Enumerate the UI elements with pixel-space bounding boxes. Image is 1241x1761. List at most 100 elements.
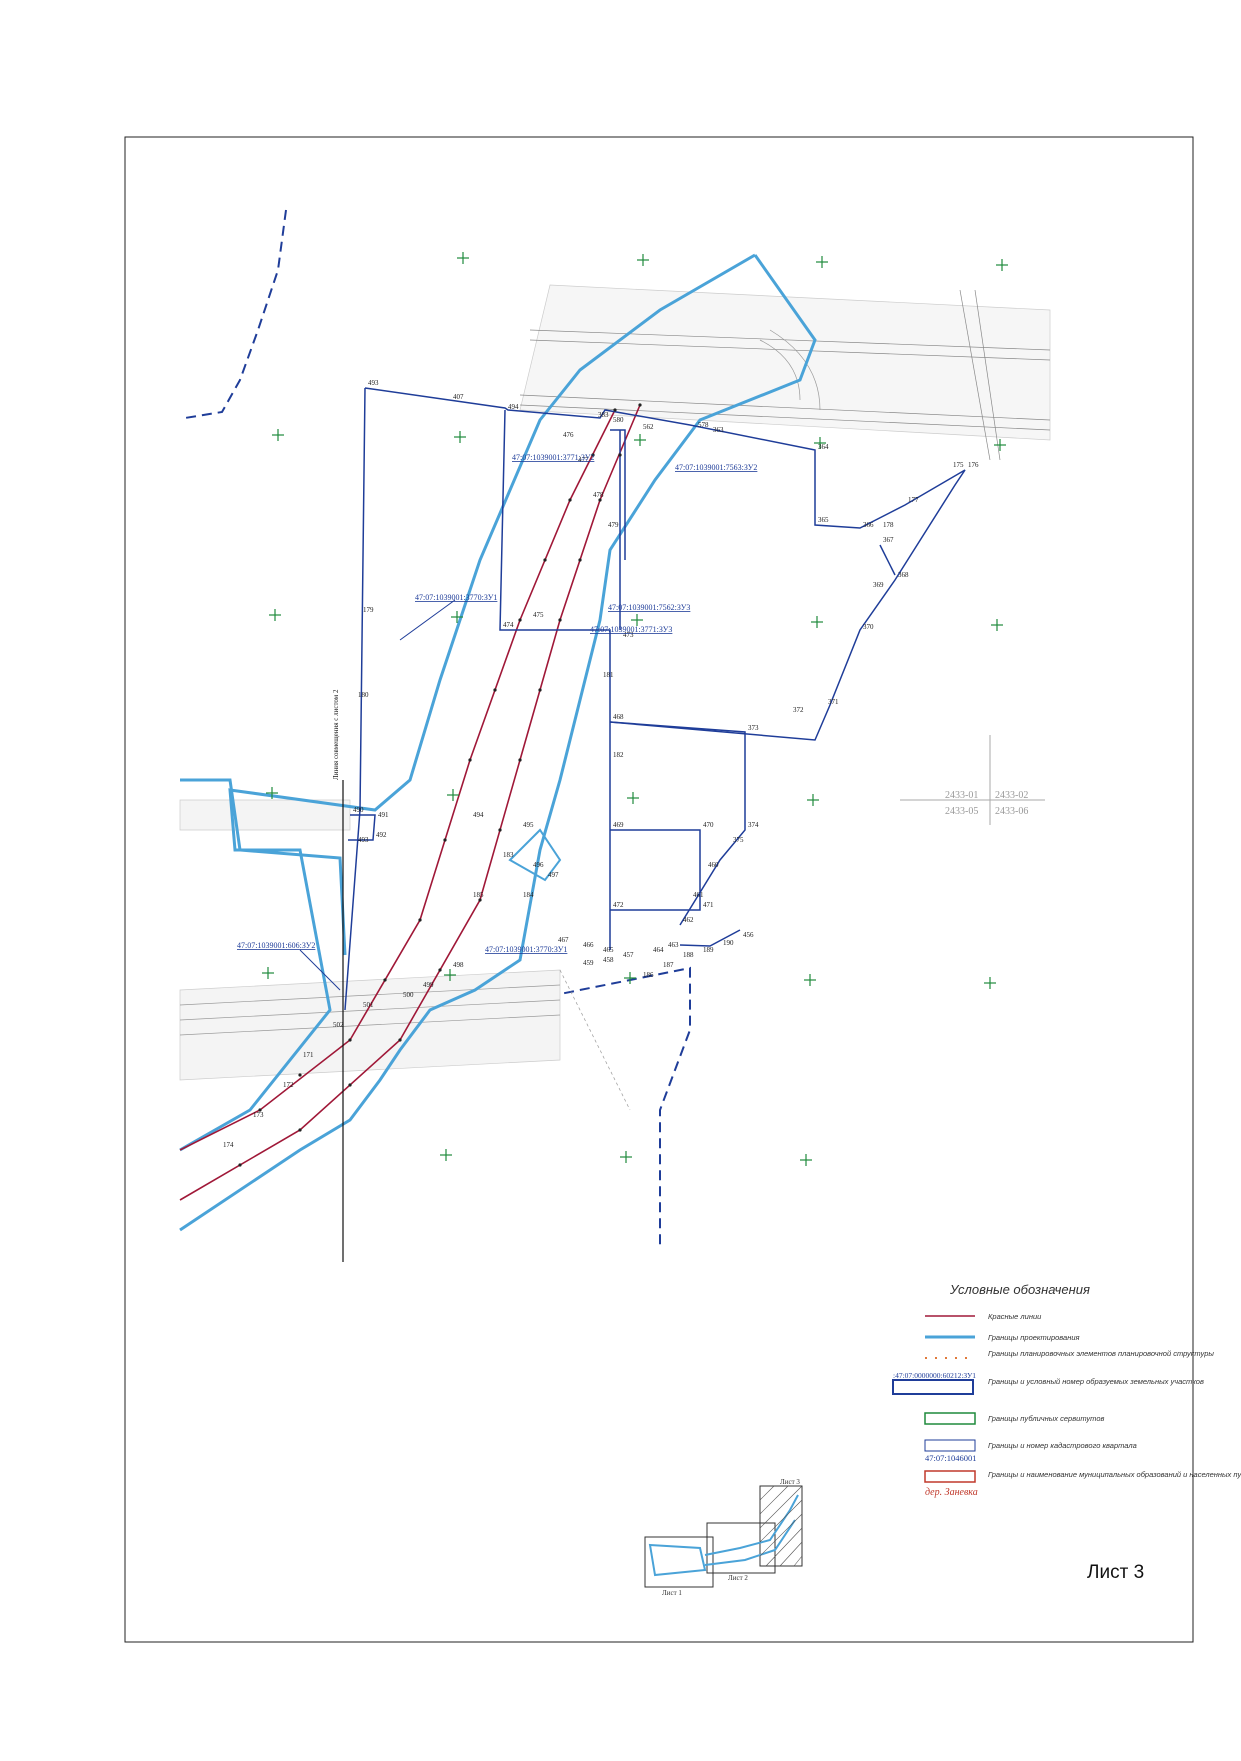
vertex-dot bbox=[298, 1073, 302, 1077]
point-label: 472 bbox=[613, 901, 624, 909]
legend-label: Границы планировочных элементов планиров… bbox=[988, 1349, 1214, 1358]
grid-cross-icon bbox=[447, 789, 459, 801]
grid-cross-icon bbox=[996, 259, 1008, 271]
point-label: 478 bbox=[593, 491, 604, 499]
point-label: 496 bbox=[533, 861, 544, 869]
grid-cross-icon bbox=[631, 614, 643, 626]
grid-cross-icon bbox=[451, 611, 463, 623]
grid-cross-icon bbox=[804, 974, 816, 986]
vertex-dot bbox=[578, 558, 582, 562]
point-label: 458 bbox=[603, 956, 614, 964]
point-label: 365 bbox=[818, 516, 829, 524]
grid-cross-icon bbox=[624, 972, 636, 984]
vertex-dot bbox=[618, 453, 622, 457]
parcel-label: 47:07:1039001:3771:ЗУ3 bbox=[590, 625, 672, 634]
legend-label: Границы и номер кадастрового квартала bbox=[988, 1441, 1137, 1450]
grid-cross-icon bbox=[262, 967, 274, 979]
key-map-label: Лист 2 bbox=[728, 1574, 748, 1582]
point-label: 373 bbox=[748, 724, 759, 732]
point-label: 180 bbox=[358, 691, 369, 699]
point-label: 366 bbox=[863, 521, 874, 529]
point-label: 490 bbox=[353, 806, 364, 814]
settlement-boundary-left bbox=[184, 209, 287, 419]
point-label: 171 bbox=[303, 1051, 314, 1059]
vertex-dot bbox=[238, 1163, 242, 1167]
vertex-dot bbox=[498, 828, 502, 832]
grid-cross-icon bbox=[454, 431, 466, 443]
grid-cross-icon bbox=[272, 429, 284, 441]
grid-cross-icon bbox=[627, 792, 639, 804]
point-label: 475 bbox=[533, 611, 544, 619]
grid-cross-icon bbox=[440, 1149, 452, 1161]
point-label: 461 bbox=[693, 891, 704, 899]
point-label: 364 bbox=[818, 443, 829, 451]
point-label: 562 bbox=[643, 423, 654, 431]
legend-swatch-servitude bbox=[924, 1412, 976, 1425]
point-label: 174 bbox=[223, 1141, 234, 1149]
legend-title: Условные обозначения bbox=[949, 1282, 1090, 1297]
vertex-dot bbox=[478, 898, 482, 902]
point-label: 474 bbox=[503, 621, 514, 629]
point-label: 501 bbox=[363, 1001, 374, 1009]
parcel-label: 47:07:1039001:7563:ЗУ2 bbox=[675, 463, 757, 472]
point-label: 494 bbox=[508, 403, 519, 411]
point-label: 177 bbox=[908, 496, 919, 504]
point-label: 499 bbox=[423, 981, 434, 989]
point-label: 495 bbox=[523, 821, 534, 829]
point-label: 464 bbox=[653, 946, 664, 954]
point-label: 459 bbox=[583, 959, 594, 967]
grid-cross-icon bbox=[991, 619, 1003, 631]
legend-label: Границы и условный номер образуемых земе… bbox=[988, 1377, 1204, 1386]
legend-sample-settlement: дер. Заневка bbox=[925, 1487, 978, 1498]
point-label: 371 bbox=[828, 698, 839, 706]
point-label: 493 bbox=[358, 836, 369, 844]
vertex-dot bbox=[543, 558, 547, 562]
vertex-dot bbox=[398, 1038, 402, 1042]
legend-label: Красные линии bbox=[988, 1312, 1042, 1321]
point-label: 498 bbox=[453, 961, 464, 969]
point-label: 374 bbox=[748, 821, 759, 829]
vertex-dot bbox=[383, 978, 387, 982]
legend-swatch-parcel bbox=[892, 1379, 974, 1395]
sheet-label: Лист 3 bbox=[1087, 1562, 1144, 1583]
point-label: 179 bbox=[363, 606, 374, 614]
grid-cross-icon bbox=[637, 254, 649, 266]
point-label: 466 bbox=[583, 941, 594, 949]
grid-cross-icon bbox=[807, 794, 819, 806]
grid-cross-icon bbox=[814, 437, 826, 449]
vertex-dot bbox=[638, 403, 642, 407]
point-label: 467 bbox=[558, 936, 569, 944]
legend-sample-parcel: :47:07:0000000:60212:ЗУ1 bbox=[893, 1371, 976, 1380]
sheet-frame bbox=[124, 136, 1194, 1643]
point-label: 476 bbox=[563, 431, 574, 439]
vertex-dot bbox=[518, 758, 522, 762]
point-label: 190 bbox=[723, 939, 734, 947]
grid-crosses bbox=[262, 252, 1008, 1166]
point-label: 186 bbox=[643, 971, 654, 979]
point-label: 473 bbox=[623, 631, 634, 639]
vertex-dot bbox=[568, 498, 572, 502]
parcel-label: 47:07:1039001:3770:ЗУ1 bbox=[485, 945, 567, 954]
point-label: 500 bbox=[403, 991, 414, 999]
point-label: 188 bbox=[683, 951, 694, 959]
point-label: 375 bbox=[733, 836, 744, 844]
point-label: 363 bbox=[713, 426, 724, 434]
vertex-dot bbox=[443, 838, 447, 842]
grid-cross-icon bbox=[634, 434, 646, 446]
vertex-dot bbox=[258, 1108, 262, 1112]
legend-swatch-cadastral bbox=[924, 1439, 976, 1452]
point-label: 178 bbox=[883, 521, 894, 529]
grid-cross-icon bbox=[620, 1151, 632, 1163]
point-label: 383 bbox=[598, 411, 609, 419]
leader-line bbox=[399, 599, 456, 641]
point-label: 456 bbox=[743, 931, 754, 939]
point-label: 369 bbox=[873, 581, 884, 589]
tile-index: 2433-01 2433-02 2433-05 2433-06 bbox=[900, 735, 1045, 825]
point-label: 175 bbox=[953, 461, 964, 469]
grid-cross-icon bbox=[269, 609, 281, 621]
point-label: 187 bbox=[663, 961, 674, 969]
point-label: 494 bbox=[473, 811, 484, 819]
vertex-dot bbox=[468, 758, 472, 762]
parcel-label: 47:07:1039001:7562:ЗУ3 bbox=[608, 603, 690, 612]
